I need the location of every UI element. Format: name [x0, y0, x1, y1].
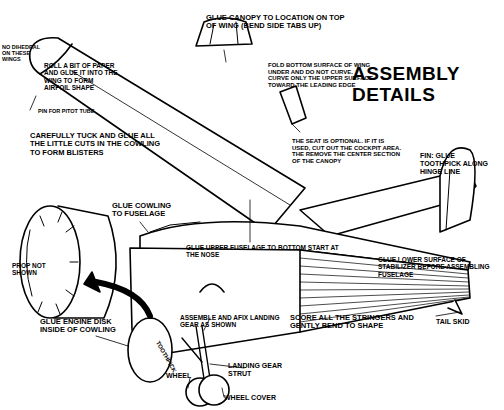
cowling-tabs — [150, 222, 200, 232]
callout-note: FOLD BOTTOM SURFACE OF WING UNDER AND DO… — [268, 62, 374, 89]
callout-note: WHEEL — [166, 372, 216, 380]
callout-note: GLUE UPPER FUSELAGE TO BOTTOM START AT T… — [186, 244, 342, 259]
callout-note: CAREFULLY TUCK AND GLUE ALL THE LITTLE C… — [30, 132, 162, 157]
callout-note: ROLL A BIT OF PAPER AND GLUE IT INTO THE… — [44, 62, 118, 91]
diagram-title: ASSEMBLY DETAILS — [352, 64, 482, 106]
arrow-head — [84, 272, 100, 292]
wheel-well — [200, 284, 224, 292]
callout-note: SCORE ALL THE STRINGERS AND GENTLY BEND … — [290, 314, 440, 331]
callout-note: TAIL SKID — [436, 318, 496, 326]
callout-note: LANDING GEAR STRUT — [228, 362, 288, 378]
seat — [280, 86, 306, 124]
callout-note: GLUE ENGINE DISK INSIDE OF COWLING — [40, 318, 132, 335]
callout-note: GLUE CANOPY TO LOCATION ON TOP OF WING (… — [206, 14, 356, 31]
callout-note: PROP NOT SHOWN — [12, 262, 46, 277]
assembly-arrow — [96, 282, 150, 316]
leader-lines — [30, 96, 460, 397]
callout-note: PIN FOR PITOT TUBE — [38, 108, 98, 114]
callout-note: GLUE COWLING TO FUSELAGE — [112, 202, 174, 219]
seat-tab — [292, 124, 300, 132]
leader-line — [224, 50, 226, 62]
callout-note: GLUE LOWER SURFACE OF STABILIZER BEFORE … — [378, 256, 502, 278]
callout-note: WHEEL COVER — [224, 394, 314, 402]
toothpick — [182, 338, 202, 362]
callout-note: NO DIHEDRAL ON THESE WINGS — [2, 44, 44, 62]
wing — [30, 38, 305, 232]
callout-note: THE SEAT IS OPTIONAL. IF IT IS USED, CUT… — [292, 138, 404, 165]
callout-note: ASSEMBLE AND AFIX LANDING GEAR AS SHOWN — [180, 314, 284, 329]
callout-note: FIN: GLUE TOOTHPICK ALONG HINGE LINE — [420, 152, 492, 175]
toothpick-hinge — [446, 170, 450, 230]
